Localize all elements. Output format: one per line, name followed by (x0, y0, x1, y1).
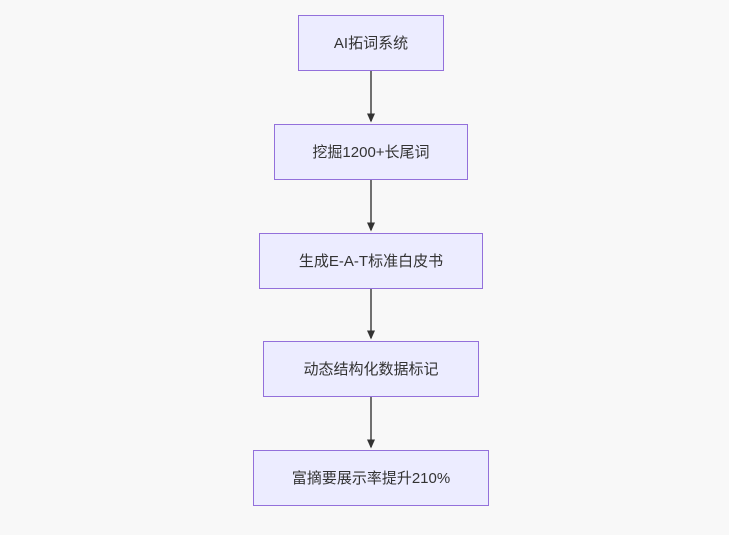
flow-node-label: 挖掘1200+长尾词 (312, 143, 430, 161)
flow-node-generate-eat-whitepaper: 生成E-A-T标准白皮书 (259, 233, 483, 289)
flow-node-ai-keyword-system: AI拓词系统 (298, 15, 444, 71)
flow-node-label: 生成E-A-T标准白皮书 (298, 252, 444, 270)
flow-node-mine-longtail-keywords: 挖掘1200+长尾词 (274, 124, 468, 180)
flow-node-label: 富摘要展示率提升210% (291, 469, 451, 487)
flow-node-label: 动态结构化数据标记 (303, 360, 439, 378)
flow-node-dynamic-structured-data: 动态结构化数据标记 (263, 341, 479, 397)
flow-node-label: AI拓词系统 (333, 34, 409, 52)
flow-node-rich-snippet-rate: 富摘要展示率提升210% (253, 450, 489, 506)
